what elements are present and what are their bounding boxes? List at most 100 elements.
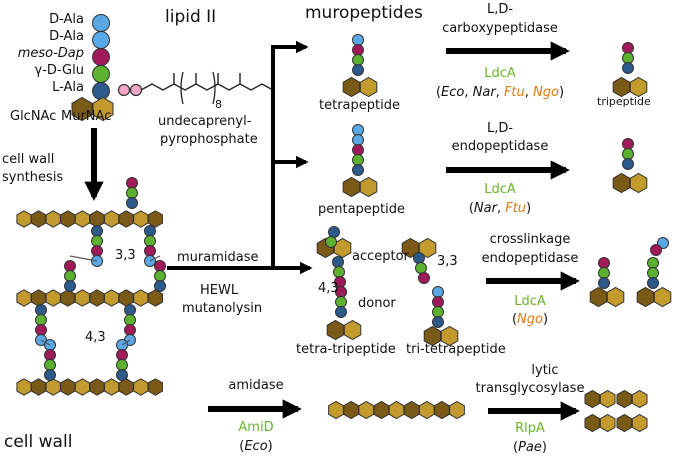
amino-acid-glu	[352, 154, 364, 166]
crosslink	[340, 291, 348, 303]
glycan-hexagon	[118, 378, 134, 396]
carboxy-enzyme: LdcA	[484, 66, 516, 81]
tetrapeptide-label: tetrapeptide	[319, 98, 400, 113]
glycan-hexagon	[60, 289, 76, 307]
glycan-hexagon	[147, 289, 163, 307]
crosslink-endopeptidase-reaction: crosslinkage endopeptidase LdcA (Ngo)	[482, 232, 580, 327]
glycan-hexagon	[104, 378, 120, 396]
amino-acid-glu	[92, 65, 110, 83]
bracket-right	[212, 71, 216, 105]
murnac-hexagon	[359, 176, 378, 198]
amino-acid-dap	[622, 42, 634, 54]
amino-acid-lala	[154, 280, 166, 292]
amino-acid-glu	[622, 148, 634, 160]
amino-acid-dala	[352, 34, 364, 46]
murnac-label: MurNAc	[61, 109, 111, 124]
amino-acid-lala	[598, 277, 610, 289]
amino-acid	[432, 296, 444, 308]
glycan-hexagon	[16, 289, 32, 307]
amino-acid-lala	[116, 369, 128, 381]
amino-acid	[657, 237, 669, 249]
amino-acid-dala	[352, 134, 364, 146]
cross-line1: crosslinkage	[490, 232, 571, 247]
glycan-hexagon	[434, 400, 450, 420]
murnac-hexagon	[418, 237, 437, 259]
murnac-hexagon	[599, 389, 616, 409]
endo-line1: L,D-	[487, 121, 513, 136]
amino-acid-dap	[35, 324, 47, 336]
cross-line2: endopeptidase	[482, 251, 579, 266]
amino-acid	[418, 272, 430, 284]
glycan-hexagon	[89, 210, 105, 228]
amino-acid	[328, 226, 340, 238]
amino-acid-glu	[44, 359, 56, 371]
glycan-hexagon	[388, 400, 405, 420]
endo-orgs: (Nar, Ftu)	[469, 201, 531, 216]
amino-acid	[325, 236, 337, 248]
glycan-hexagon	[118, 289, 134, 307]
carboxy-orgs: (Eco, Nar, Ftu, Ngo)	[436, 85, 564, 100]
glcnac-hexagon	[401, 237, 420, 259]
amino-acid-dap	[598, 257, 610, 269]
amidase-line1: amidase	[228, 378, 283, 393]
murnac-hexagon	[343, 319, 362, 341]
glcnac-hexagon	[612, 76, 631, 98]
carboxypeptidase-reaction: L,D- carboxypeptidase LdcA (Eco, Nar, Ft…	[436, 2, 651, 108]
tetratri-label: tetra-tripeptide	[296, 342, 396, 357]
lytic-enzyme: RlpA	[515, 421, 545, 436]
amino-acid-dap	[124, 324, 136, 336]
amino-acid-dap	[352, 144, 364, 156]
glcnac-label: GlcNAc	[10, 109, 56, 124]
glycan-hexagon	[60, 210, 76, 228]
amino-acid	[333, 266, 345, 278]
glcnac-hexagon	[616, 389, 633, 409]
amidase-orgs: (Eco)	[239, 439, 272, 454]
amidase-reaction: amidase AmiD (Eco)	[208, 378, 302, 454]
glycan-hexagon	[147, 378, 163, 396]
amino-acid-lala	[622, 62, 634, 74]
amino-acid	[332, 256, 344, 268]
residue-label-lala: L-Ala	[52, 80, 84, 95]
murnac-hexagon	[92, 96, 114, 122]
glcnac-hexagon	[326, 319, 345, 341]
glcnac-hexagon	[612, 172, 631, 194]
amino-acid-glu	[154, 270, 166, 282]
amino-acid-lala	[352, 64, 364, 76]
glycan-hexagon	[449, 400, 465, 420]
lytic-line2: transglycosylase	[476, 381, 585, 396]
cellwall-bond-33: 3,3	[115, 248, 136, 263]
amino-acid-lala	[124, 304, 136, 316]
glycan-hexagon	[89, 378, 105, 396]
glcnac-hexagon	[342, 176, 361, 198]
amino-acid-dap	[144, 245, 156, 257]
cellwall-bond-43: 4,3	[85, 330, 106, 345]
amino-acid-glu	[622, 52, 634, 64]
amino-acid-lala	[352, 164, 364, 176]
bracket-left	[180, 71, 184, 105]
amino-acid	[650, 244, 662, 256]
glycan-hexagon	[418, 400, 435, 420]
lytic-orgs: (Pae)	[513, 440, 547, 455]
donor-label: donor	[358, 296, 396, 311]
glycan-hexagon	[328, 400, 344, 420]
muropeptide-glyphs	[316, 34, 672, 433]
glcnac-hexagon	[71, 96, 93, 122]
amino-acid-glu	[126, 187, 138, 199]
glcnac-hexagon	[584, 413, 601, 433]
amino-acid-glu	[144, 235, 156, 247]
cross-orgs: (Ngo)	[512, 312, 548, 327]
glycan-hexagon	[45, 210, 61, 228]
amino-acid-dala	[352, 124, 364, 136]
svg-text:8: 8	[215, 98, 222, 111]
murnac-hexagon	[440, 325, 459, 347]
endopeptidase-reaction: L,D- endopeptidase LdcA (Nar, Ftu)	[446, 121, 570, 216]
pentapeptide-label: pentapeptide	[318, 202, 405, 217]
amino-acid	[432, 306, 444, 318]
glycan-hexagon	[343, 400, 359, 420]
murnac-hexagon	[629, 76, 648, 98]
amino-acid-dala	[92, 14, 110, 32]
amino-acid-glu	[35, 314, 47, 326]
lipid-label-line1: undecaprenyl-	[158, 114, 252, 129]
